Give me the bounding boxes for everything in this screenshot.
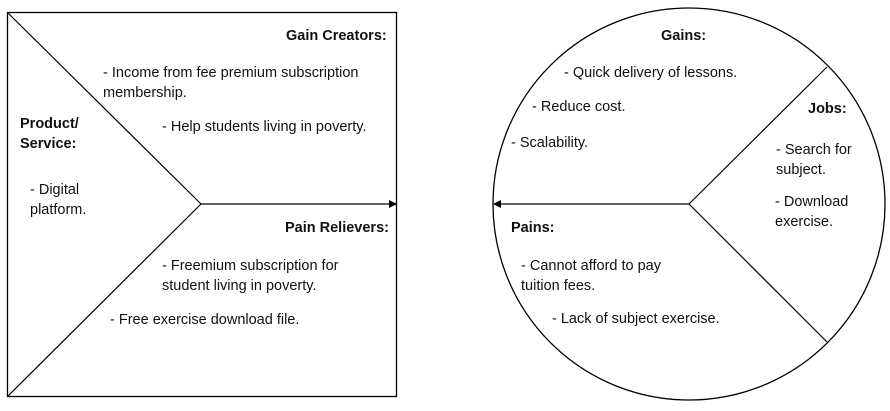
jobs-item: - Download exercise. xyxy=(775,194,849,230)
gains-heading: Gains: xyxy=(661,28,707,44)
gain-creators-heading: Gain Creators: xyxy=(286,28,387,44)
circle-divider-lower xyxy=(688,203,828,343)
pains-item: - Cannot afford to pay tuition fees. xyxy=(521,258,661,294)
pain-relievers-item: - Freemium subscription for student livi… xyxy=(162,258,339,294)
pains-heading: Pains: xyxy=(511,220,555,236)
product-service-heading-line1: Product/ xyxy=(20,116,79,132)
gains-item: - Scalability. xyxy=(511,135,589,151)
gains-item: - Reduce cost. xyxy=(532,99,626,115)
square-divider-lower xyxy=(7,203,202,397)
gain-creators-item: - Income from fee premium subscription m… xyxy=(103,65,359,101)
circle-divider-upper xyxy=(688,66,828,205)
jobs-item: - Search for subject. xyxy=(776,142,852,178)
gain-creators-item: - Help students living in poverty. xyxy=(162,119,367,135)
jobs-heading: Jobs: xyxy=(808,101,847,117)
product-service-heading-line2: Service: xyxy=(20,136,77,152)
pain-relievers-item: - Free exercise download file. xyxy=(110,312,300,328)
product-service-item: - Digital platform. xyxy=(30,182,87,218)
pain-relievers-heading: Pain Relievers: xyxy=(285,220,389,236)
pains-item: - Lack of subject exercise. xyxy=(552,311,720,327)
gains-item: - Quick delivery of lessons. xyxy=(564,65,738,81)
square-divider-upper xyxy=(7,12,202,205)
